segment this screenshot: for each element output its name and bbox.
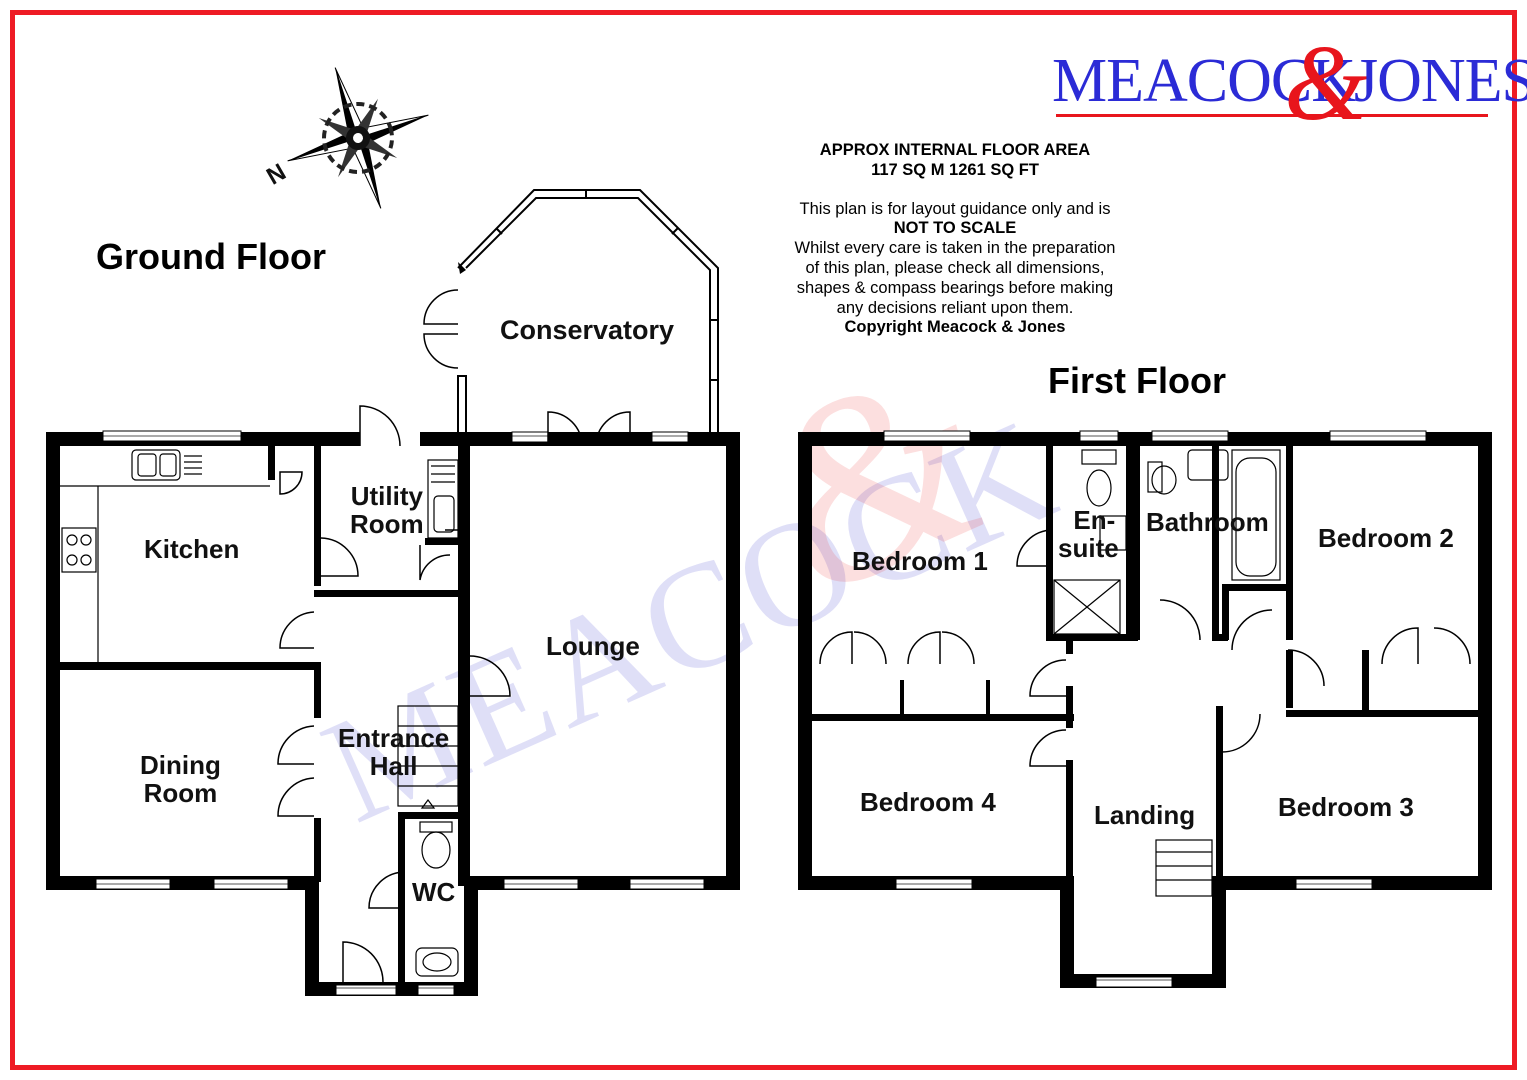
disclaimer-line: of this plan, please check all dimension… [805, 258, 1105, 277]
room-bedroom-2: Bedroom 2 [1318, 523, 1454, 553]
first-windows [883, 430, 1427, 988]
logo-ampersand: & [1284, 24, 1369, 143]
room-kitchen: Kitchen [144, 534, 240, 564]
room-ensuite: En- suite [1058, 506, 1119, 562]
ground-windows [95, 430, 705, 996]
room-conservatory: Conservatory [500, 315, 675, 345]
room-hall-line2: Hall [369, 751, 418, 782]
room-wc: WC [412, 877, 456, 907]
disclaimer-line: This plan is for layout guidance only an… [799, 199, 1111, 218]
room-dining-line1: Dining [140, 750, 221, 780]
plan-information: APPROX INTERNAL FLOOR AREA 117 SQ M 1261… [760, 141, 1150, 338]
logo-text-right: JONES [1354, 47, 1527, 115]
first-floor-title: First Floor [1048, 360, 1226, 401]
room-dining: Dining Room [140, 751, 221, 807]
room-bathroom: Bathroom [1146, 507, 1269, 537]
room-ensuite-line2: suite [1058, 533, 1119, 564]
room-entrance-hall: Entrance Hall [338, 724, 449, 780]
copyright-line: Copyright Meacock & Jones [844, 318, 1066, 337]
first-doors [819, 529, 1471, 767]
disclaimer-line: shapes & compass bearings before making [796, 278, 1114, 297]
room-utility: Utility Room [350, 482, 424, 538]
room-lounge: Lounge [546, 631, 640, 661]
area-value: 117 SQ M 1261 SQ FT [871, 160, 1039, 179]
logo-underline [1056, 114, 1488, 117]
compass-rose-icon [287, 67, 429, 209]
room-utility-line2: Room [350, 509, 424, 540]
disclaimer-line: Whilst every care is taken in the prepar… [794, 239, 1116, 258]
room-landing: Landing [1094, 800, 1196, 830]
ground-doors [277, 289, 631, 983]
area-title: APPROX INTERNAL FLOOR AREA [819, 141, 1091, 159]
kitchen-fittings [60, 449, 459, 662]
page-border [10, 10, 1517, 1070]
first-fittings [1053, 449, 1281, 897]
room-dining-line2: Room [143, 778, 218, 809]
logo-text-left: MEACOCK [1052, 47, 1356, 115]
room-hall-line1: Entrance [338, 723, 450, 753]
not-to-scale-label: NOT TO SCALE [893, 219, 1017, 238]
conservatory-outline [457, 189, 719, 439]
brand-logo: MEACOCK & JONES [1052, 24, 1527, 143]
wc-fittings [415, 821, 459, 977]
ground-floor-title: Ground Floor [96, 236, 326, 277]
room-bedroom-1: Bedroom 1 [852, 546, 988, 576]
disclaimer-line: any decisions reliant upon them. [836, 298, 1074, 317]
room-bedroom-3: Bedroom 3 [1278, 792, 1414, 822]
ground-stairs [397, 705, 459, 809]
room-utility-line1: Utility [350, 481, 423, 511]
first-floor-walls [798, 432, 1492, 988]
room-ensuite-line1: En- [1073, 505, 1116, 535]
room-bedroom-4: Bedroom 4 [860, 787, 996, 817]
